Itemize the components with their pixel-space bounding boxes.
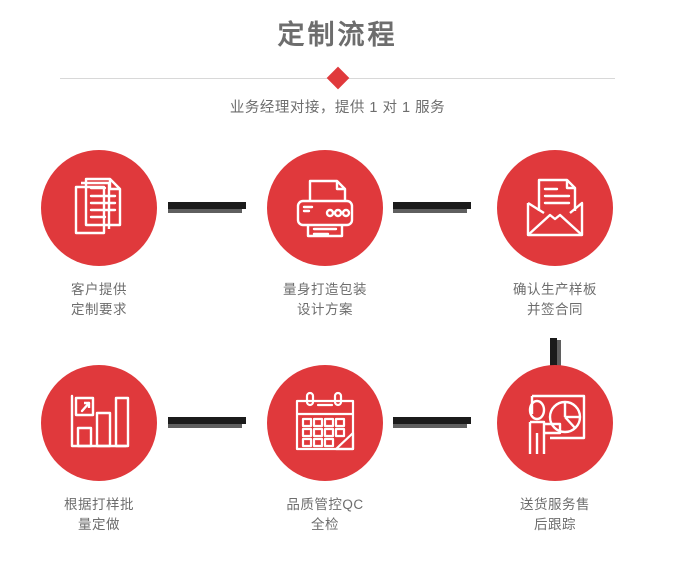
connector-bar-gray <box>393 424 467 428</box>
presenter-chart-icon <box>528 394 586 454</box>
page-title: 定制流程 <box>277 20 398 50</box>
connector-bar-dark <box>550 338 557 372</box>
envelope-letter-icon <box>526 178 584 237</box>
flow-step-1-caption: 客户提供 定制要求 <box>71 282 127 317</box>
flow-step-1-circle <box>41 150 157 266</box>
connector-2-to-3 <box>393 202 471 213</box>
flow-step-6-circle <box>497 365 613 481</box>
flow-step-5-circle <box>267 365 383 481</box>
flow-step-3-circle <box>497 150 613 266</box>
connector-5-to-6 <box>393 417 471 428</box>
printer-icon <box>296 179 354 238</box>
flow-step-6-caption: 送货服务售 后跟踪 <box>520 497 590 532</box>
connector-bar-gray <box>393 209 467 213</box>
flow-step-2[interactable]: 量身打造包装 设计方案 <box>238 150 412 320</box>
connector-1-to-2 <box>168 202 246 213</box>
flow-step-4[interactable]: 根据打样批 量定做 <box>12 365 186 535</box>
flow-step-6[interactable]: 送货服务售 后跟踪 <box>468 365 642 535</box>
flow-row-top: 客户提供 定制要求 <box>0 150 675 372</box>
connector-bar-dark <box>168 417 246 424</box>
flow-step-2-caption: 量身打造包装 设计方案 <box>283 282 367 317</box>
flow-step-5[interactable]: 品质管控QC 全检 <box>238 365 412 535</box>
connector-bar-dark <box>393 202 471 209</box>
connector-bar-gray <box>168 209 242 213</box>
connector-4-to-5 <box>168 417 246 428</box>
title-divider <box>0 66 675 90</box>
flow-step-3[interactable]: 确认生产样板 并签合同 <box>468 150 642 320</box>
calendar-icon <box>295 391 355 451</box>
diamond-marker-icon <box>326 66 349 90</box>
flow-step-1[interactable]: 客户提供 定制要求 <box>12 150 186 320</box>
bar-chart-icon <box>70 394 130 448</box>
flow-step-5-caption: 品质管控QC 全检 <box>286 497 364 532</box>
connector-bar-gray <box>168 424 242 428</box>
connector-bar-dark <box>393 417 471 424</box>
flow-step-4-circle <box>41 365 157 481</box>
connector-bar-gray <box>557 340 561 372</box>
custom-process-infographic: 定制流程 业务经理对接，提供 1 对 1 服务 <box>0 0 675 532</box>
connector-3-to-4 <box>550 338 561 372</box>
flow-step-2-circle <box>267 150 383 266</box>
connector-bar-dark <box>168 202 246 209</box>
page-subtitle: 业务经理对接，提供 1 对 1 服务 <box>229 100 446 116</box>
header: 定制流程 业务经理对接，提供 1 对 1 服务 <box>0 0 675 117</box>
documents-stack-icon <box>74 177 122 235</box>
flow-step-4-caption: 根据打样批 量定做 <box>64 497 134 532</box>
flow-step-3-caption: 确认生产样板 并签合同 <box>513 282 597 317</box>
process-flow: 客户提供 定制要求 <box>0 150 675 580</box>
flow-row-bottom: 根据打样批 量定做 <box>0 365 675 580</box>
